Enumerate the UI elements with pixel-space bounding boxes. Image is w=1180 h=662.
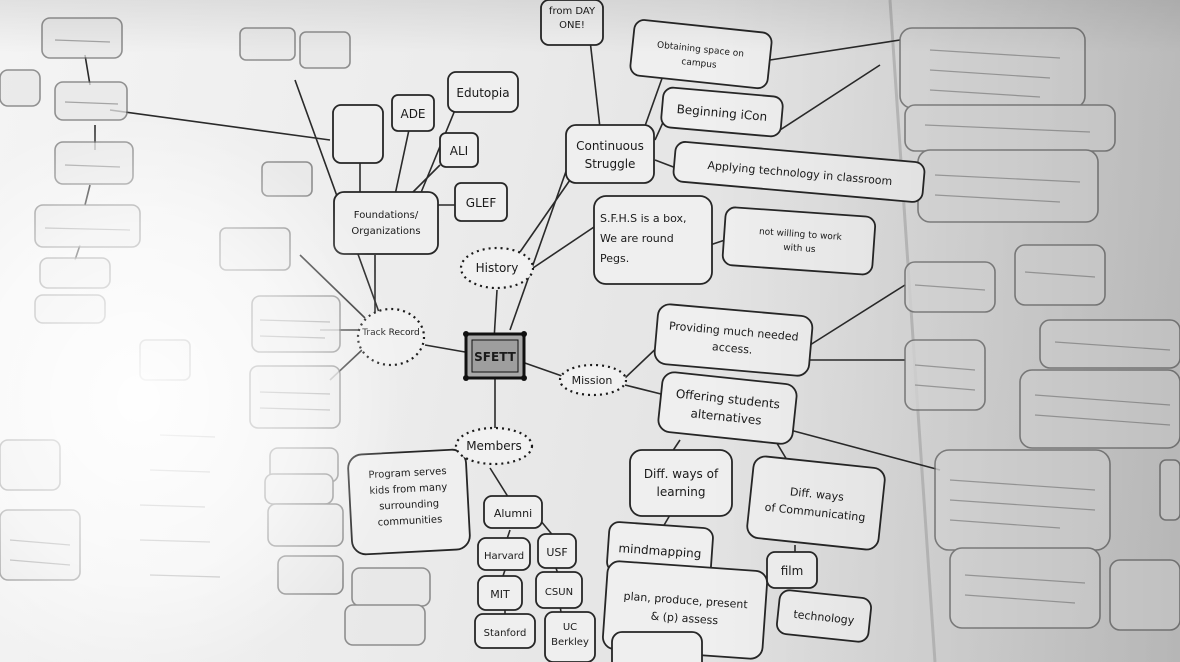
box-stanford bbox=[474, 613, 536, 649]
box-foundations bbox=[333, 191, 439, 255]
box-continuous-struggle bbox=[565, 124, 655, 184]
label-diff-comm-1: Diff. ways bbox=[789, 485, 844, 504]
label-continuous-2: Struggle bbox=[585, 157, 636, 171]
label-alumni: Alumni bbox=[494, 507, 532, 520]
box-not-willing bbox=[721, 206, 876, 276]
box-mit bbox=[477, 575, 523, 611]
label-not-willing-2: with us bbox=[783, 243, 816, 255]
label-mindmapping: mindmapping bbox=[618, 541, 702, 561]
label-foundations-1: Foundations/ bbox=[354, 210, 419, 221]
label-mission: Mission bbox=[572, 374, 613, 387]
label-diff-learning-1: Diff. ways of bbox=[644, 467, 719, 481]
box-harvard bbox=[477, 537, 531, 571]
label-history: History bbox=[476, 261, 519, 275]
label-glef: GLEF bbox=[466, 196, 497, 210]
label-sfhs-3: Pegs. bbox=[600, 252, 629, 265]
box-ade bbox=[391, 94, 435, 132]
label-track-record: Track Record bbox=[361, 328, 420, 338]
mission-boxes bbox=[602, 303, 886, 662]
box-uc-berkeley bbox=[544, 611, 596, 662]
label-providing-2: access. bbox=[711, 340, 753, 356]
label-plan-2: & (p) assess bbox=[650, 610, 719, 628]
node-mission bbox=[558, 363, 628, 397]
center-node bbox=[463, 331, 527, 381]
label-diff-learning-2: learning bbox=[657, 485, 706, 499]
box-alumni bbox=[483, 495, 543, 529]
box-edutopia bbox=[447, 71, 519, 113]
label-technology: technology bbox=[793, 608, 856, 627]
label-sfhs-2: We are round bbox=[600, 232, 674, 245]
label-members: Members bbox=[466, 439, 522, 453]
box-ali bbox=[439, 132, 479, 168]
box-technology bbox=[776, 589, 872, 643]
label-uc-1: UC bbox=[563, 622, 577, 633]
box-plp-user-group bbox=[332, 104, 384, 164]
box-film bbox=[766, 551, 818, 589]
label-sfhs-1: S.F.H.S is a box, bbox=[600, 212, 687, 225]
label-film: film bbox=[781, 564, 804, 578]
box-obtaining-space bbox=[629, 19, 773, 90]
mindmap-labels: SFETT History Track Record Mission Membe… bbox=[351, 6, 892, 648]
label-csun: CSUN bbox=[545, 587, 573, 598]
label-ali: ALI bbox=[450, 144, 468, 158]
paper-seam bbox=[888, 0, 937, 662]
label-center: SFETT bbox=[474, 350, 516, 364]
box-offering-alternatives bbox=[657, 371, 798, 445]
box-visual bbox=[611, 631, 703, 662]
box-diff-learning bbox=[629, 449, 733, 517]
label-ade: ADE bbox=[400, 107, 425, 121]
box-glef bbox=[454, 182, 508, 222]
branch-nodes bbox=[356, 246, 628, 466]
box-csun bbox=[535, 571, 583, 609]
box-usf bbox=[537, 533, 577, 569]
label-continuous-1: Continuous bbox=[576, 139, 644, 153]
box-providing-access bbox=[653, 303, 814, 377]
label-edutopia: Edutopia bbox=[456, 86, 509, 100]
label-harvard: Harvard bbox=[484, 551, 524, 562]
label-uc-2: Berkley bbox=[551, 637, 589, 648]
blurred-boxes-right bbox=[899, 27, 1180, 631]
label-stanford: Stanford bbox=[484, 628, 527, 639]
label-from-day-1: from DAY bbox=[549, 6, 596, 17]
box-from-day-one bbox=[540, 0, 604, 46]
box-sfhs bbox=[593, 195, 713, 285]
label-from-day-2: ONE! bbox=[559, 20, 585, 31]
history-boxes bbox=[332, 0, 926, 285]
node-history bbox=[459, 246, 535, 290]
label-foundations-2: Organizations bbox=[351, 226, 420, 237]
box-diff-communicating bbox=[746, 455, 886, 551]
box-applying-technology bbox=[672, 141, 926, 203]
node-members bbox=[454, 426, 534, 466]
label-usf: USF bbox=[546, 546, 567, 559]
label-obtaining-2: campus bbox=[681, 57, 717, 71]
box-beginning-icon bbox=[660, 86, 784, 138]
label-mit: MIT bbox=[490, 588, 510, 601]
